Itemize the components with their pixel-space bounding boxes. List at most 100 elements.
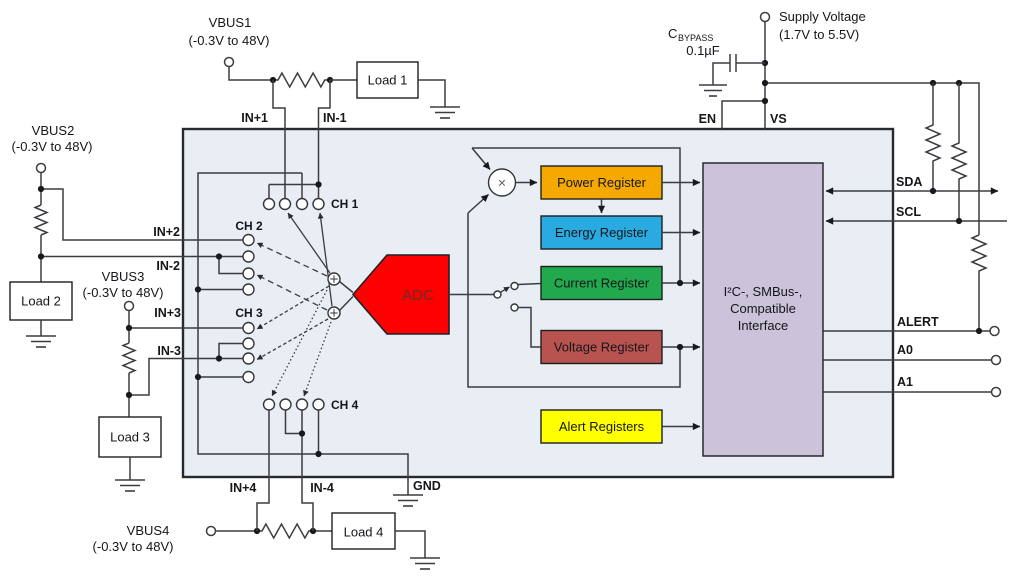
energy-register-box: [540, 215, 663, 250]
pin-labels: IN+1 IN-1 IN+2 IN-2 IN+3 IN-3 IN+4 IN-4: [153, 111, 346, 495]
ground-icon: [699, 84, 727, 97]
alert-terminal: [989, 325, 1000, 337]
pin-label-scl: SCL: [896, 205, 921, 219]
pin-label-sda: SDA: [896, 175, 922, 189]
pin-label-in-p2: IN+2: [153, 225, 180, 239]
pin-label-in-p1: IN+1: [241, 111, 268, 125]
pin-label-vs: VS: [770, 112, 787, 126]
load1-label: Load 1: [368, 73, 408, 88]
interface-label-line2: Compatible: [730, 301, 796, 316]
registers: Power Register Energy Register Current R…: [540, 165, 701, 444]
in-n1-wire: [317, 80, 331, 199]
pullup-resistor-scl: [950, 83, 968, 221]
ch1-label: CH 1: [331, 197, 359, 211]
current-feedback-wire: [472, 147, 681, 283]
load1-ground-wire: [418, 79, 446, 107]
ch4-input-pins: [262, 398, 325, 411]
en-wire: [721, 100, 765, 129]
voltage-register-label: Voltage Register: [554, 340, 650, 355]
load2-box: [9, 281, 73, 321]
adc-output-switch: [493, 281, 542, 348]
pin-label-gnd: GND: [413, 479, 441, 493]
vbus2-label: VBUS2: [32, 123, 75, 138]
ground-icon: [115, 479, 145, 492]
ch2-branch-wire: [218, 256, 243, 275]
sum-to-adc-wire: [339, 280, 354, 294]
internal-ground-bus: [197, 172, 409, 495]
bypass-capacitor: C BYPASS 0.1µF: [668, 26, 765, 97]
vbus2-range-label: (-0.3V to 48V): [12, 139, 93, 154]
pullup-resistor-sda: [924, 83, 942, 191]
ch3-label: CH 3: [235, 306, 263, 320]
vbus4-label: VBUS4: [127, 523, 170, 538]
in-n4-wire: [301, 410, 314, 531]
vbus1-wire: [228, 66, 273, 81]
pin-label-a1: A1: [897, 375, 913, 389]
adc-label: ADC: [402, 287, 434, 304]
vbus3-circuit: VBUS3 (-0.3V to 48V) Load 3: [83, 269, 243, 492]
summing-node-minus: [327, 306, 341, 320]
vbus3-label: VBUS3: [102, 269, 145, 284]
pin-label-in-p4: IN+4: [230, 481, 257, 495]
supply-circuit: Supply Voltage (1.7V to 5.5V) C BYPASS 0…: [668, 9, 980, 235]
ch2-label: CH 2: [235, 219, 263, 233]
pin-label-in-n2: IN-2: [156, 259, 180, 273]
vbus3-terminal: [123, 300, 135, 312]
interface-label-line3: Interface: [738, 318, 789, 333]
pin-label-a0: A0: [897, 343, 913, 357]
sum-to-adc-wire: [338, 295, 354, 312]
gnd-pin: GND: [393, 479, 441, 507]
voltage-register-box: [540, 329, 663, 365]
interface-box: [702, 162, 824, 457]
vbus1-terminal: [223, 56, 235, 68]
load4-box: [331, 512, 396, 550]
interface-label-line1: I²C-, SMBus-,: [724, 284, 803, 299]
interface-block: I²C-, SMBus-, Compatible Interface: [702, 162, 824, 457]
switch-lever: [499, 286, 510, 294]
pin-label-en: EN: [699, 112, 716, 126]
voltage-feedback-wire: [467, 213, 681, 388]
switch-throw-current: [510, 281, 519, 291]
ch3-branch-wire: [218, 342, 243, 359]
pin-label-in-n3: IN-3: [157, 344, 181, 358]
current-feedback-arrow: [471, 147, 491, 170]
summing-node-plus: [327, 272, 341, 286]
a0-terminal: [990, 354, 1002, 366]
in-p4-wire: [256, 410, 270, 531]
load4-label: Load 4: [344, 525, 384, 540]
vbus4-circuit: VBUS4 (-0.3V to 48V) Load 4: [93, 410, 440, 570]
shunt-resistor-4: [215, 522, 332, 540]
power-calculation: ×: [467, 147, 681, 388]
load2-label: Load 2: [21, 294, 61, 309]
ground-icon: [410, 557, 440, 570]
vbus2-circuit: VBUS2 (-0.3V to 48V) Load 2: [9, 123, 243, 348]
energy-register-label: Energy Register: [555, 225, 649, 240]
mux-select-arrows: [256, 212, 333, 397]
i2c-bus-circuit: SDA SCL ALERT A0 A1: [823, 83, 1007, 398]
load1-box: [356, 61, 419, 99]
supply-label: Supply Voltage: [779, 9, 866, 24]
vbus1-label: VBUS1: [209, 15, 252, 30]
ground-icon: [26, 335, 56, 348]
vbus4-range-label: (-0.3V to 48V): [93, 539, 174, 554]
ch1-input-pins: [262, 197, 325, 211]
supply-rail-wire: [765, 82, 980, 235]
ch2-input-pins: [242, 233, 255, 296]
current-register-label: Current Register: [554, 276, 650, 291]
vbus1-range-label: (-0.3V to 48V): [189, 33, 270, 48]
pin-label-in-p3: IN+3: [154, 306, 181, 320]
shunt-resistor-3: [121, 342, 137, 374]
multiplier-symbol: ×: [498, 175, 506, 191]
switch-pole: [493, 290, 502, 299]
voltage-feedback-arrow: [467, 193, 490, 214]
alert-registers-box: [540, 409, 663, 444]
pin-label-in-n4: IN-4: [310, 481, 334, 495]
ch4-label: CH 4: [331, 398, 359, 412]
supply-terminal: [759, 11, 771, 23]
pin-label-alert: ALERT: [897, 315, 939, 329]
bypass-cap-subscript: BYPASS: [678, 33, 713, 43]
pin-label-in-n1: IN-1: [323, 111, 347, 125]
vbus3-range-label: (-0.3V to 48V): [83, 285, 164, 300]
